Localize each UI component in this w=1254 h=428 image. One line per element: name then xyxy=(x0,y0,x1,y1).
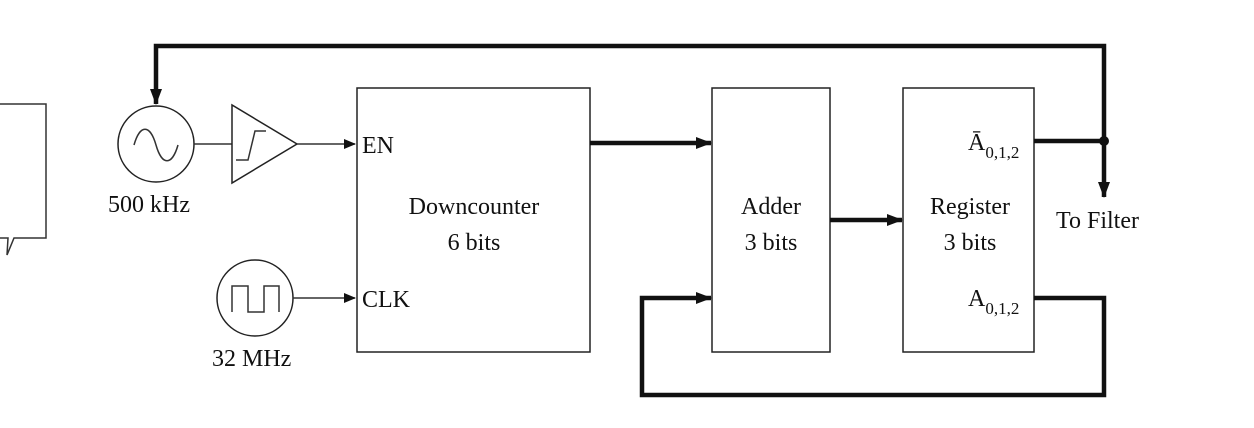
feedback-to-oscillator xyxy=(150,43,1107,141)
bus-register-feedback xyxy=(639,292,1107,398)
downcounter-pin-clk: CLK xyxy=(362,287,411,313)
square-oscillator-freq: 32 MHz xyxy=(212,346,291,372)
downcounter-title: Downcounter xyxy=(409,194,540,220)
output-label: To Filter xyxy=(1056,208,1139,234)
adder-bits: 3 bits xyxy=(745,230,798,256)
sine-wave-icon xyxy=(133,128,179,162)
register-output-inverted: Ā0,1,2 xyxy=(968,130,1019,162)
step-icon xyxy=(236,130,266,161)
sine-oscillator-freq: 500 kHz xyxy=(108,192,190,218)
register-block xyxy=(902,87,1035,353)
adder-block xyxy=(711,87,831,353)
square-oscillator xyxy=(216,259,294,337)
register-bits: 3 bits xyxy=(944,230,997,256)
sine-oscillator xyxy=(117,105,195,183)
callout-fragment xyxy=(0,103,47,256)
adder-title: Adder xyxy=(741,194,801,220)
downcounter-bits: 6 bits xyxy=(448,230,501,256)
register-output-inverted-base: Ā xyxy=(968,130,986,156)
register-output-inverted-sub: 0,1,2 xyxy=(985,143,1019,162)
downcounter-pin-en: EN xyxy=(362,133,394,159)
downcounter-block xyxy=(356,87,591,353)
register-output-base: A xyxy=(968,286,986,312)
square-wave-icon xyxy=(231,285,280,313)
register-output-sub: 0,1,2 xyxy=(985,299,1019,318)
register-output: A0,1,2 xyxy=(968,286,1019,318)
register-title: Register xyxy=(930,194,1010,220)
amplifier-triangle xyxy=(231,103,299,185)
